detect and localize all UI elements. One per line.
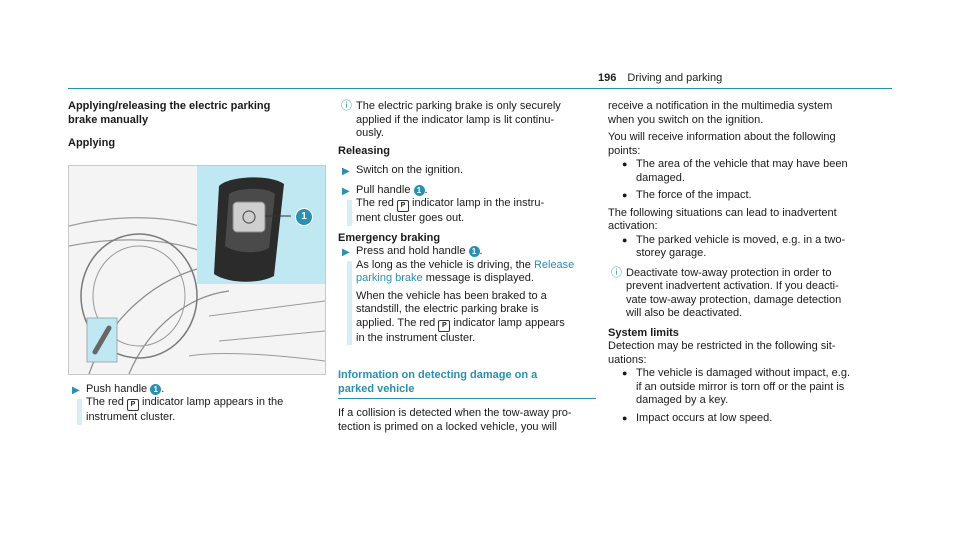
damage-detection-intro: If a collision is detected when the tow-… — [338, 407, 572, 433]
step-bar — [77, 398, 82, 425]
parking-brake-figure: 1 — [68, 164, 326, 375]
bullet-icon: ● — [622, 412, 628, 423]
parking-brake-indicator-icon: P — [126, 399, 139, 411]
callout-1: 1 — [413, 184, 425, 196]
header-rule — [68, 88, 892, 89]
page-number: 196 — [598, 72, 617, 84]
step-bar — [347, 261, 352, 345]
information-paragraph: You will receive information about the f… — [608, 131, 836, 157]
damage-detection-section-title: Information on detecting damage on a par… — [338, 369, 596, 399]
step-arrow-icon: ▶ — [342, 185, 350, 197]
releasing-heading: Releasing — [338, 144, 390, 157]
system-limits-paragraph: Detection may be restricted in the follo… — [608, 340, 836, 366]
emergency-step: ▶ Press and hold handle 1. As long as th… — [342, 245, 575, 345]
interior-illustration — [69, 165, 325, 374]
main-heading: Applying/releasing the electric parking … — [68, 100, 271, 126]
deactivate-note: ⓘ Deactivate tow-away protection in orde… — [611, 266, 842, 320]
step-arrow-icon: ▶ — [342, 166, 350, 177]
middle-column: ⓘ The electric parking brake is only sec… — [338, 100, 596, 434]
figure-callout-1: 1 — [295, 207, 313, 226]
step-arrow-icon: ▶ — [72, 384, 80, 396]
release-parking-brake-message-link-cont[interactable]: parking brake — [356, 272, 423, 284]
push-handle-step: ▶ Push handle 1. The red P indicator lam… — [72, 382, 284, 425]
bullet-icon: ● — [622, 368, 628, 378]
list-item: ● Impact occurs at low speed. — [622, 411, 773, 424]
list-item: ● The force of the impact. — [622, 189, 752, 201]
info-icon: ⓘ — [611, 266, 622, 279]
page-header: 196 Driving and parking — [598, 72, 722, 86]
system-limits-heading: System limits — [608, 326, 679, 339]
step-arrow-icon: ▶ — [342, 247, 350, 258]
list-item: ● The vehicle is damaged without impact,… — [622, 367, 851, 406]
pull-handle-step: ▶ Pull handle 1. The red P indicator lam… — [342, 183, 545, 226]
info-icon: ⓘ — [341, 100, 352, 112]
callout-1: 1 — [150, 383, 162, 395]
step-bar — [347, 199, 352, 226]
emergency-braking-heading: Emergency braking — [338, 231, 441, 244]
bullet-icon: ● — [622, 234, 628, 245]
inadvertent-activation-paragraph: The following situations can lead to ina… — [608, 206, 837, 233]
bullet-icon: ● — [622, 159, 628, 169]
right-column: receive a notification in the multimedia… — [608, 100, 890, 425]
ignition-step: ▶ Switch on the ignition. — [342, 164, 464, 177]
release-parking-brake-message-link[interactable]: Release — [533, 258, 575, 271]
section-title: Driving and parking — [627, 72, 723, 84]
applying-heading: Applying — [68, 137, 116, 149]
securely-applied-note: ⓘ The electric parking brake is only sec… — [341, 100, 561, 139]
left-column: Applying/releasing the electric parking … — [68, 100, 326, 425]
bullet-icon: ● — [622, 190, 628, 200]
parking-brake-indicator-icon: P — [438, 319, 451, 332]
list-item: ● The area of the vehicle that may have … — [622, 158, 848, 184]
notification-paragraph: receive a notification in the multimedia… — [608, 100, 833, 126]
list-item: ● The parked vehicle is moved, e.g. in a… — [622, 233, 846, 260]
callout-1: 1 — [468, 246, 480, 257]
parking-brake-indicator-icon: P — [396, 200, 409, 212]
